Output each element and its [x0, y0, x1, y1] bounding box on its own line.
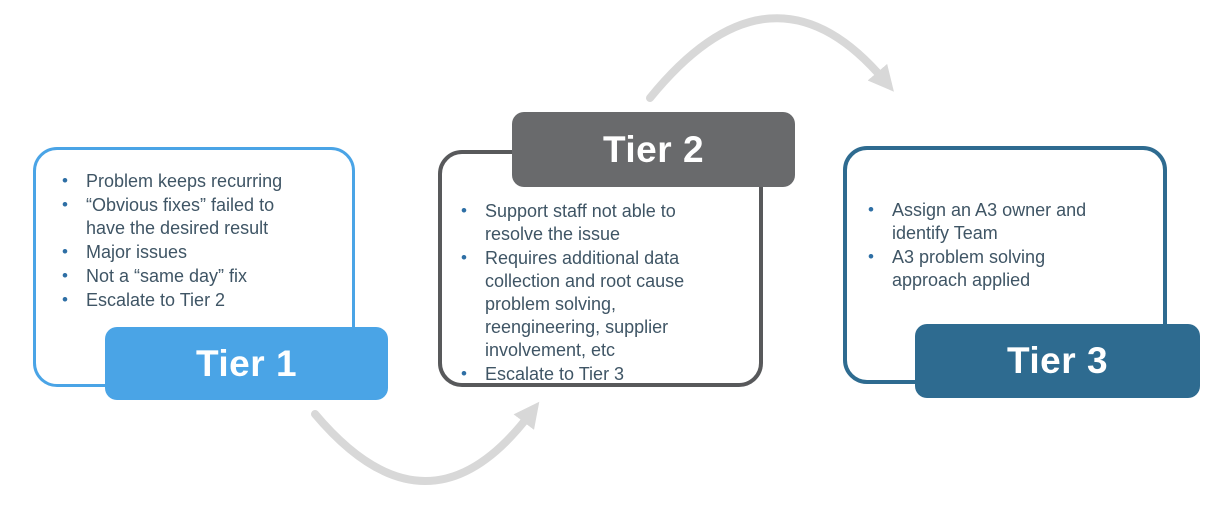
tier1-bullet-list: Problem keeps recurring “Obvious fixes” … — [60, 169, 360, 313]
tier3-badge: Tier 3 — [915, 324, 1200, 398]
arrow-tier2-to-tier3-icon — [646, 14, 894, 102]
tier1-badge: Tier 1 — [105, 327, 388, 400]
tier2-bullet-list: Support staff not able to resolve the is… — [459, 199, 769, 387]
tier2-bullet-3: Escalate to Tier 3 — [459, 362, 769, 386]
tier2-bullet-1: Support staff not able to resolve the is… — [459, 199, 769, 246]
tier3-bullet-list: Assign an A3 owner and identify Team A3 … — [866, 198, 1166, 293]
tier3-bullet-2: A3 problem solving approach applied — [866, 245, 1166, 292]
tier2-badge: Tier 2 — [512, 112, 795, 187]
tier1-bullet-3: Major issues — [60, 240, 360, 264]
tier1-bullet-5: Escalate to Tier 2 — [60, 288, 360, 312]
tier1-bullet-2: “Obvious fixes” failed to have the desir… — [60, 193, 360, 240]
tier1-bullet-4: Not a “same day” fix — [60, 264, 360, 288]
tier1-bullet-1: Problem keeps recurring — [60, 169, 360, 193]
tier2-bullet-2: Requires additional data collection and … — [459, 246, 769, 362]
tier3-bullet-1: Assign an A3 owner and identify Team — [866, 198, 1166, 245]
arrow-tier1-to-tier2-icon — [311, 401, 540, 485]
